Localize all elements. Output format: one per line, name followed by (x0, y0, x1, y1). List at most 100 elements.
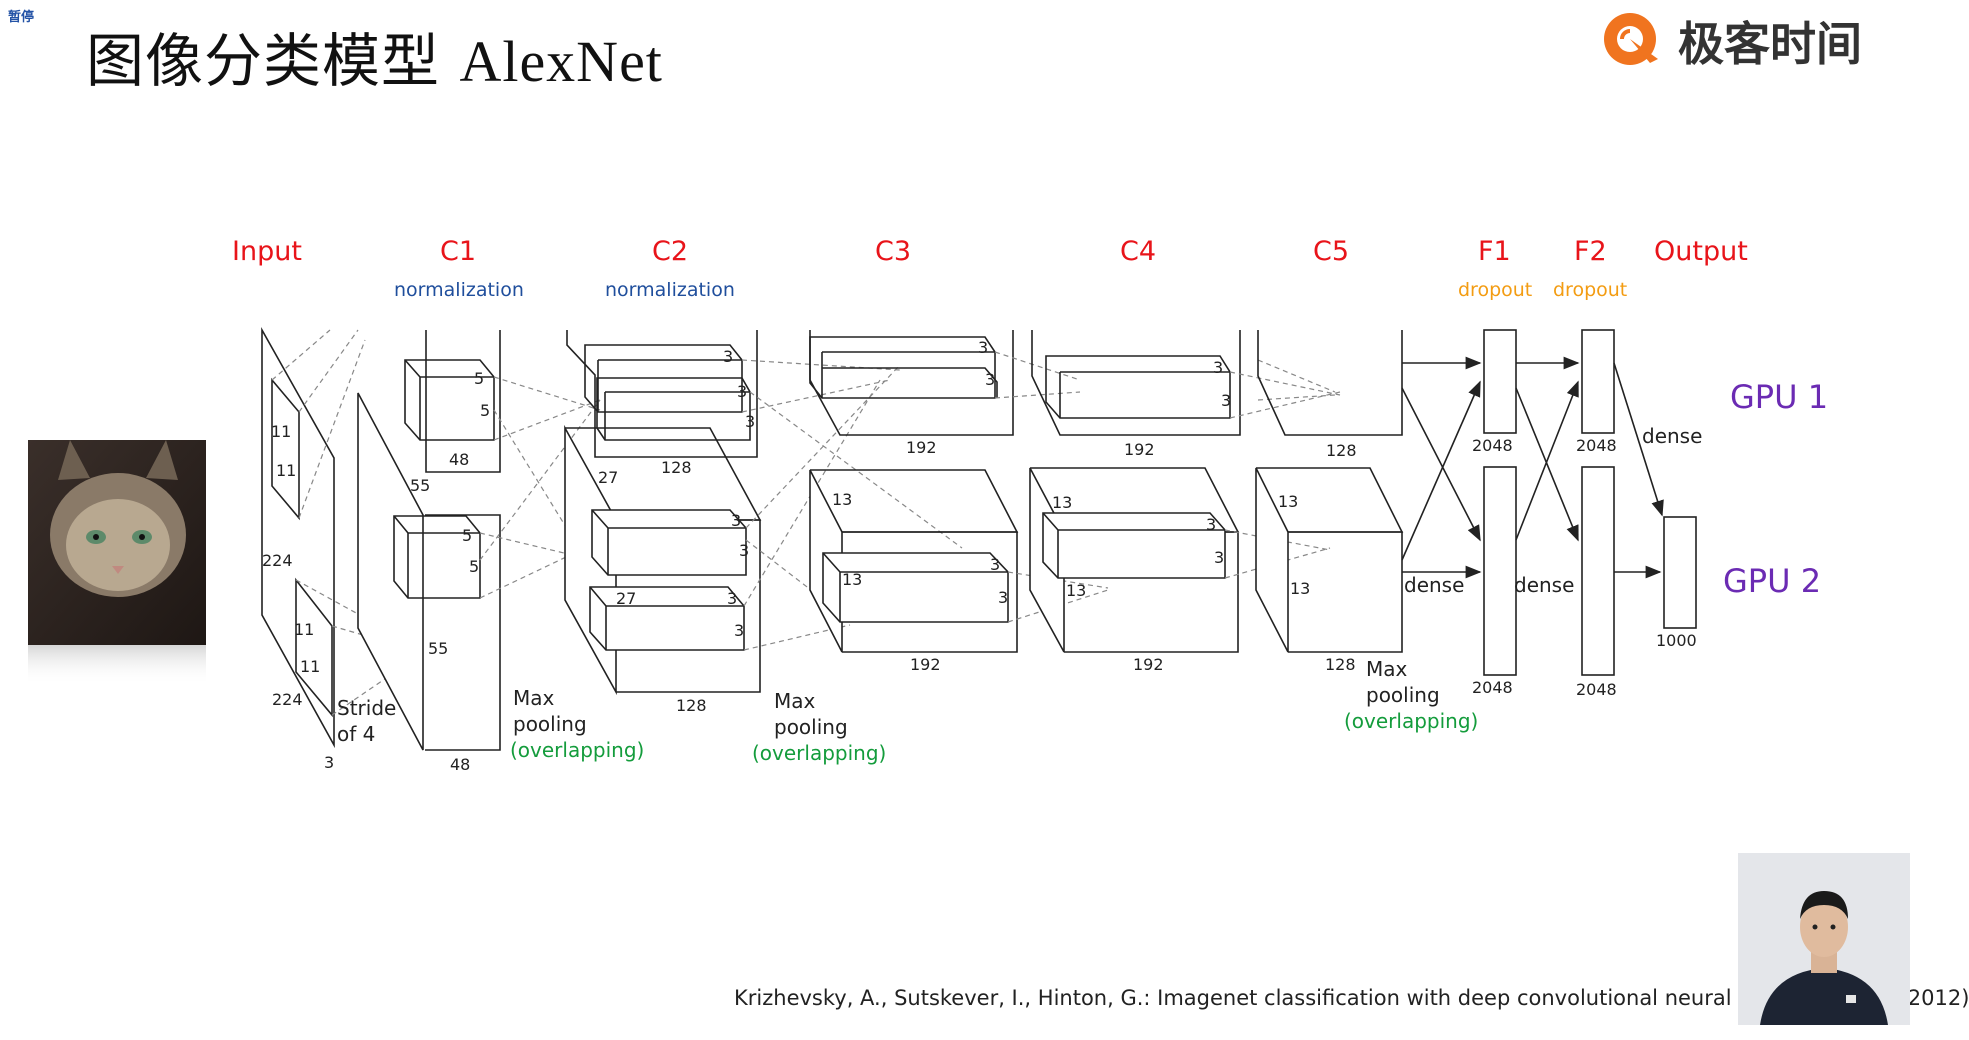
c4-top-kernel (1045, 355, 1231, 419)
slide-title: 图像分类模型 AlexNet (86, 14, 663, 98)
svg-text:dense: dense (1642, 424, 1702, 448)
geektime-logo: 极客时间 (1600, 8, 1862, 74)
c1-bottom-front (425, 514, 501, 751)
dense-connections (1401, 356, 1664, 579)
dim-label: 3 (990, 555, 1000, 574)
alexnet-architecture-diagram: Input C1 C2 C3 C4 C5 F1 F2 Output normal… (28, 236, 1828, 774)
dim-label: 55 (410, 476, 430, 495)
dim-label: 192 (1133, 655, 1164, 674)
dim-label: 13 (1052, 493, 1072, 512)
svg-text:Max: Max (774, 689, 816, 713)
sub-labels: normalization normalization dropout drop… (394, 279, 1627, 301)
dim-label: 11 (271, 422, 291, 441)
dim-label: 1000 (1656, 631, 1697, 650)
c3-bottom-front (842, 531, 1018, 653)
svg-text:dense: dense (1514, 573, 1574, 597)
dim-label: 192 (1124, 440, 1155, 459)
c5-top-volume (1257, 330, 1403, 436)
dim-label: 11 (276, 461, 296, 480)
dim-label: 3 (737, 382, 747, 401)
c4-top-volume (1031, 330, 1241, 436)
svg-text:pooling: pooling (1366, 683, 1440, 707)
dim-label: 2048 (1576, 680, 1617, 699)
dim-label: 3 (998, 588, 1008, 607)
dim-label: 11 (294, 620, 314, 639)
svg-text:(overlapping): (overlapping) (752, 741, 886, 765)
dimension-labels: 11 11 224 11 11 224 3 5 5 48 55 5 5 55 4… (262, 338, 1697, 774)
dim-label: 3 (1206, 515, 1216, 534)
svg-text:Max: Max (1366, 657, 1408, 681)
dim-label: 11 (300, 657, 320, 676)
svg-text:Stride: Stride (337, 696, 396, 720)
dim-label: 128 (1325, 655, 1356, 674)
dim-label: 3 (324, 753, 334, 772)
gpu1-label: GPU 1 (1730, 378, 1828, 416)
svg-text:(overlapping): (overlapping) (510, 738, 644, 762)
stage-label-output: Output (1654, 236, 1748, 267)
c1-top-volume (425, 330, 501, 473)
geektime-logo-icon (1604, 13, 1658, 65)
dim-label: 3 (723, 347, 733, 366)
dim-label: 3 (1213, 358, 1223, 377)
gpu2-label: GPU 2 (1723, 562, 1821, 600)
c1-normalization-label: normalization (394, 279, 524, 301)
svg-text:Max: Max (513, 686, 555, 710)
c2-top-volume (566, 330, 758, 458)
dim-label: 13 (832, 490, 852, 509)
dim-label: 3 (734, 621, 744, 640)
slide-title-en: AlexNet (459, 29, 663, 94)
svg-text:pooling: pooling (774, 715, 848, 739)
dim-label: 224 (272, 690, 303, 709)
dim-label: 3 (978, 338, 988, 357)
svg-text:pooling: pooling (513, 712, 587, 736)
c1-bottom-volume (357, 392, 424, 751)
dim-label: 3 (1221, 391, 1231, 410)
diagram-shapes (261, 326, 1697, 751)
input-volume (261, 326, 335, 749)
output-block (1663, 516, 1697, 629)
c4-bottom-kernel (1042, 512, 1226, 579)
slide-title-cn: 图像分类模型 (86, 27, 460, 95)
dim-label: 192 (906, 438, 937, 457)
stride-label: Stride of 4 (337, 696, 396, 746)
f1-dropout-label: dropout (1458, 279, 1532, 301)
f2-top-block (1581, 329, 1615, 434)
dim-label: 13 (842, 570, 862, 589)
stage-labels: Input C1 C2 C3 C4 C5 F1 F2 Output (232, 236, 1748, 267)
logo-text: 极客时间 (1678, 17, 1862, 71)
dim-label: 5 (474, 369, 484, 388)
dim-label: 27 (616, 589, 636, 608)
dim-label: 48 (449, 450, 469, 469)
stage-label-f2: F2 (1574, 236, 1607, 267)
dim-label: 3 (1214, 548, 1224, 567)
presenter-avatar (1738, 853, 1910, 1025)
c2-bottom-kernel-b (589, 586, 745, 651)
pause-badge[interactable]: 暂停 (8, 10, 35, 25)
presenter-video (1738, 853, 1910, 1025)
dim-label: 224 (262, 551, 293, 570)
dim-label: 3 (731, 511, 741, 530)
dim-label: 192 (910, 655, 941, 674)
dim-label: 5 (469, 557, 479, 576)
stage-label-f1: F1 (1478, 236, 1511, 267)
stage-label-c1: C1 (440, 236, 476, 267)
dim-label: 5 (462, 526, 472, 545)
dim-label: 55 (428, 639, 448, 658)
dim-label: 3 (745, 412, 755, 431)
dim-label: 13 (1278, 492, 1298, 511)
dim-label: 3 (985, 370, 995, 389)
input-cat-image (28, 440, 206, 685)
dim-label: 128 (676, 696, 707, 715)
f2-dropout-label: dropout (1553, 279, 1627, 301)
stage-label-input: Input (232, 236, 302, 267)
dim-label: 128 (1326, 441, 1357, 460)
c2-normalization-label: normalization (605, 279, 735, 301)
dim-label: 3 (739, 541, 749, 560)
pooling-labels: Max pooling (overlapping) Max pooling (o… (510, 657, 1478, 765)
dim-label: 13 (1066, 581, 1086, 600)
dim-label: 48 (450, 755, 470, 774)
stage-label-c2: C2 (652, 236, 688, 267)
dim-label: 2048 (1472, 436, 1513, 455)
stage-label-c3: C3 (875, 236, 911, 267)
c2-top-kernel-b (596, 377, 751, 441)
